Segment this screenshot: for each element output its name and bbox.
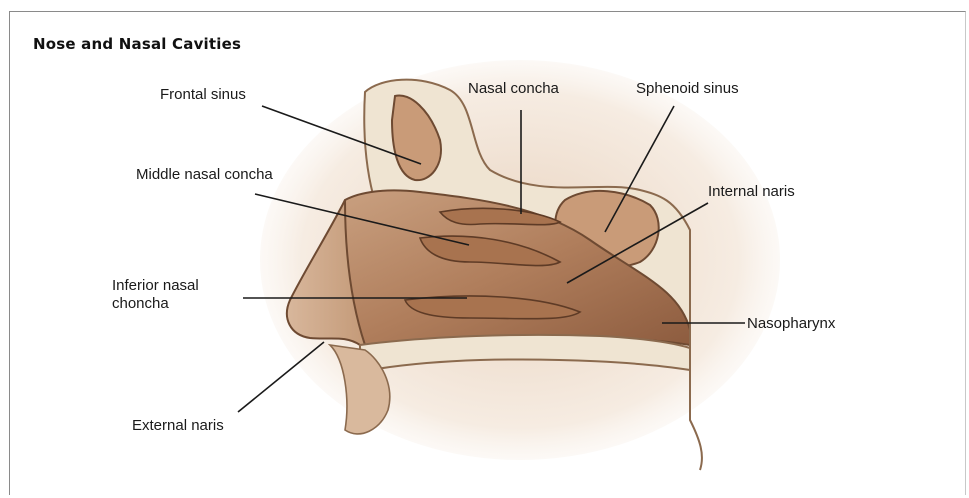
label-external-naris: External naris xyxy=(132,417,224,435)
label-frontal-sinus: Frontal sinus xyxy=(160,86,246,104)
label-nasal-concha: Nasal concha xyxy=(468,80,559,98)
label-sphenoid-sinus: Sphenoid sinus xyxy=(636,80,739,98)
label-inferior-nasal-concha-line1: Inferior nasal xyxy=(112,277,199,295)
label-middle-nasal-concha: Middle nasal concha xyxy=(136,166,273,184)
label-inferior-nasal-concha-line2: choncha xyxy=(112,295,169,313)
label-nasopharynx: Nasopharynx xyxy=(747,315,835,333)
label-internal-naris: Internal naris xyxy=(708,183,795,201)
